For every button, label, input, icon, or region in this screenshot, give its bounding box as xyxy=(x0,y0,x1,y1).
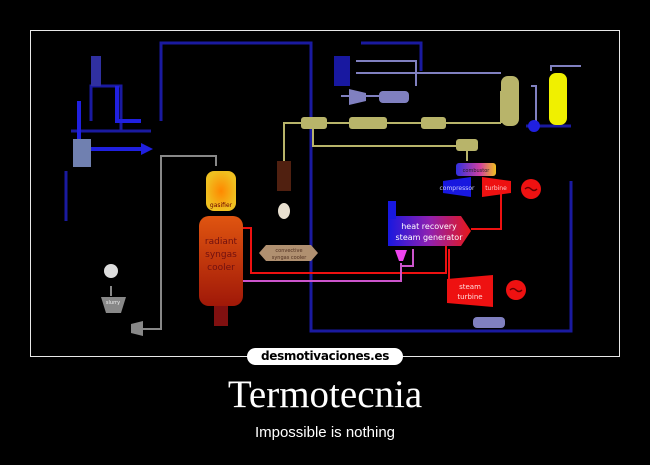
water-pipes xyxy=(243,249,414,282)
radiant-syngas-cooler xyxy=(199,216,243,306)
gray-blue-pipes xyxy=(341,60,581,126)
poster-title: Termotecnia xyxy=(227,373,423,416)
bulb-icon xyxy=(278,203,290,219)
gasifier xyxy=(206,171,236,211)
poster-subtitle: Impossible is nothing xyxy=(254,424,396,441)
heat-exchanger-4 xyxy=(456,139,478,151)
convective-label-2: syngas cooler xyxy=(272,255,307,261)
convective-syngas-cooler xyxy=(259,245,318,261)
radiant-label-1: radiant xyxy=(205,237,238,247)
steam-turbine xyxy=(447,275,493,307)
radiant-label-3: cooler xyxy=(207,263,235,273)
feedwater-pump xyxy=(395,250,407,261)
heat-exchanger-left xyxy=(73,139,91,167)
pump-icon xyxy=(349,89,366,105)
absorber-column xyxy=(501,76,519,126)
radiant-label-2: syngas xyxy=(205,250,237,260)
combustor xyxy=(456,163,496,176)
heat-exchanger-1 xyxy=(301,117,327,129)
slurry-tank-icon xyxy=(104,264,118,278)
hrsg-label-2: steam generator xyxy=(396,233,464,242)
heat-recovery-steam-generator xyxy=(388,216,471,246)
slurry-mixer xyxy=(101,297,126,313)
heat-exchanger-blue xyxy=(379,91,409,103)
brown-column xyxy=(277,161,291,191)
compressor-label: compressor xyxy=(439,185,475,192)
arrow-icon xyxy=(141,143,153,155)
gasifier-label: gasifier xyxy=(210,202,233,209)
blue-pipes xyxy=(64,41,573,333)
combustor-label: combustor xyxy=(463,168,491,174)
column-left xyxy=(91,56,101,86)
hrsg-label-1: heat recovery xyxy=(401,222,457,231)
compressor xyxy=(443,177,471,197)
generator-wave xyxy=(524,186,538,192)
slurry-pipe xyxy=(110,155,217,330)
poster-image-frame: gasifier radiant syngas cooler convectiv… xyxy=(30,30,620,357)
power-plant-diagram: gasifier radiant syngas cooler convectiv… xyxy=(64,41,581,336)
cooler-outlet xyxy=(214,306,228,326)
watermark-logo: desmotivaciones.es xyxy=(247,348,403,365)
turbine-label: turbine xyxy=(485,185,507,192)
steam-turbine-label-1: steam xyxy=(459,283,481,291)
steam-pipes xyxy=(243,193,502,279)
gas-turbine xyxy=(482,177,511,197)
separator-column xyxy=(334,56,350,86)
stripper-column xyxy=(549,73,567,125)
convective-label-1: convective xyxy=(275,248,302,254)
heat-exchanger-3 xyxy=(421,117,446,129)
hrsg-stack xyxy=(388,201,396,219)
condenser xyxy=(473,317,505,328)
pump-blue-icon xyxy=(528,120,540,132)
steam-turbine-label-2: turbine xyxy=(457,293,482,301)
heat-exchanger-2 xyxy=(349,117,387,129)
slurry-label: slurry xyxy=(106,300,120,306)
steam-generator-wave xyxy=(509,287,523,293)
slurry-pump xyxy=(131,321,143,336)
